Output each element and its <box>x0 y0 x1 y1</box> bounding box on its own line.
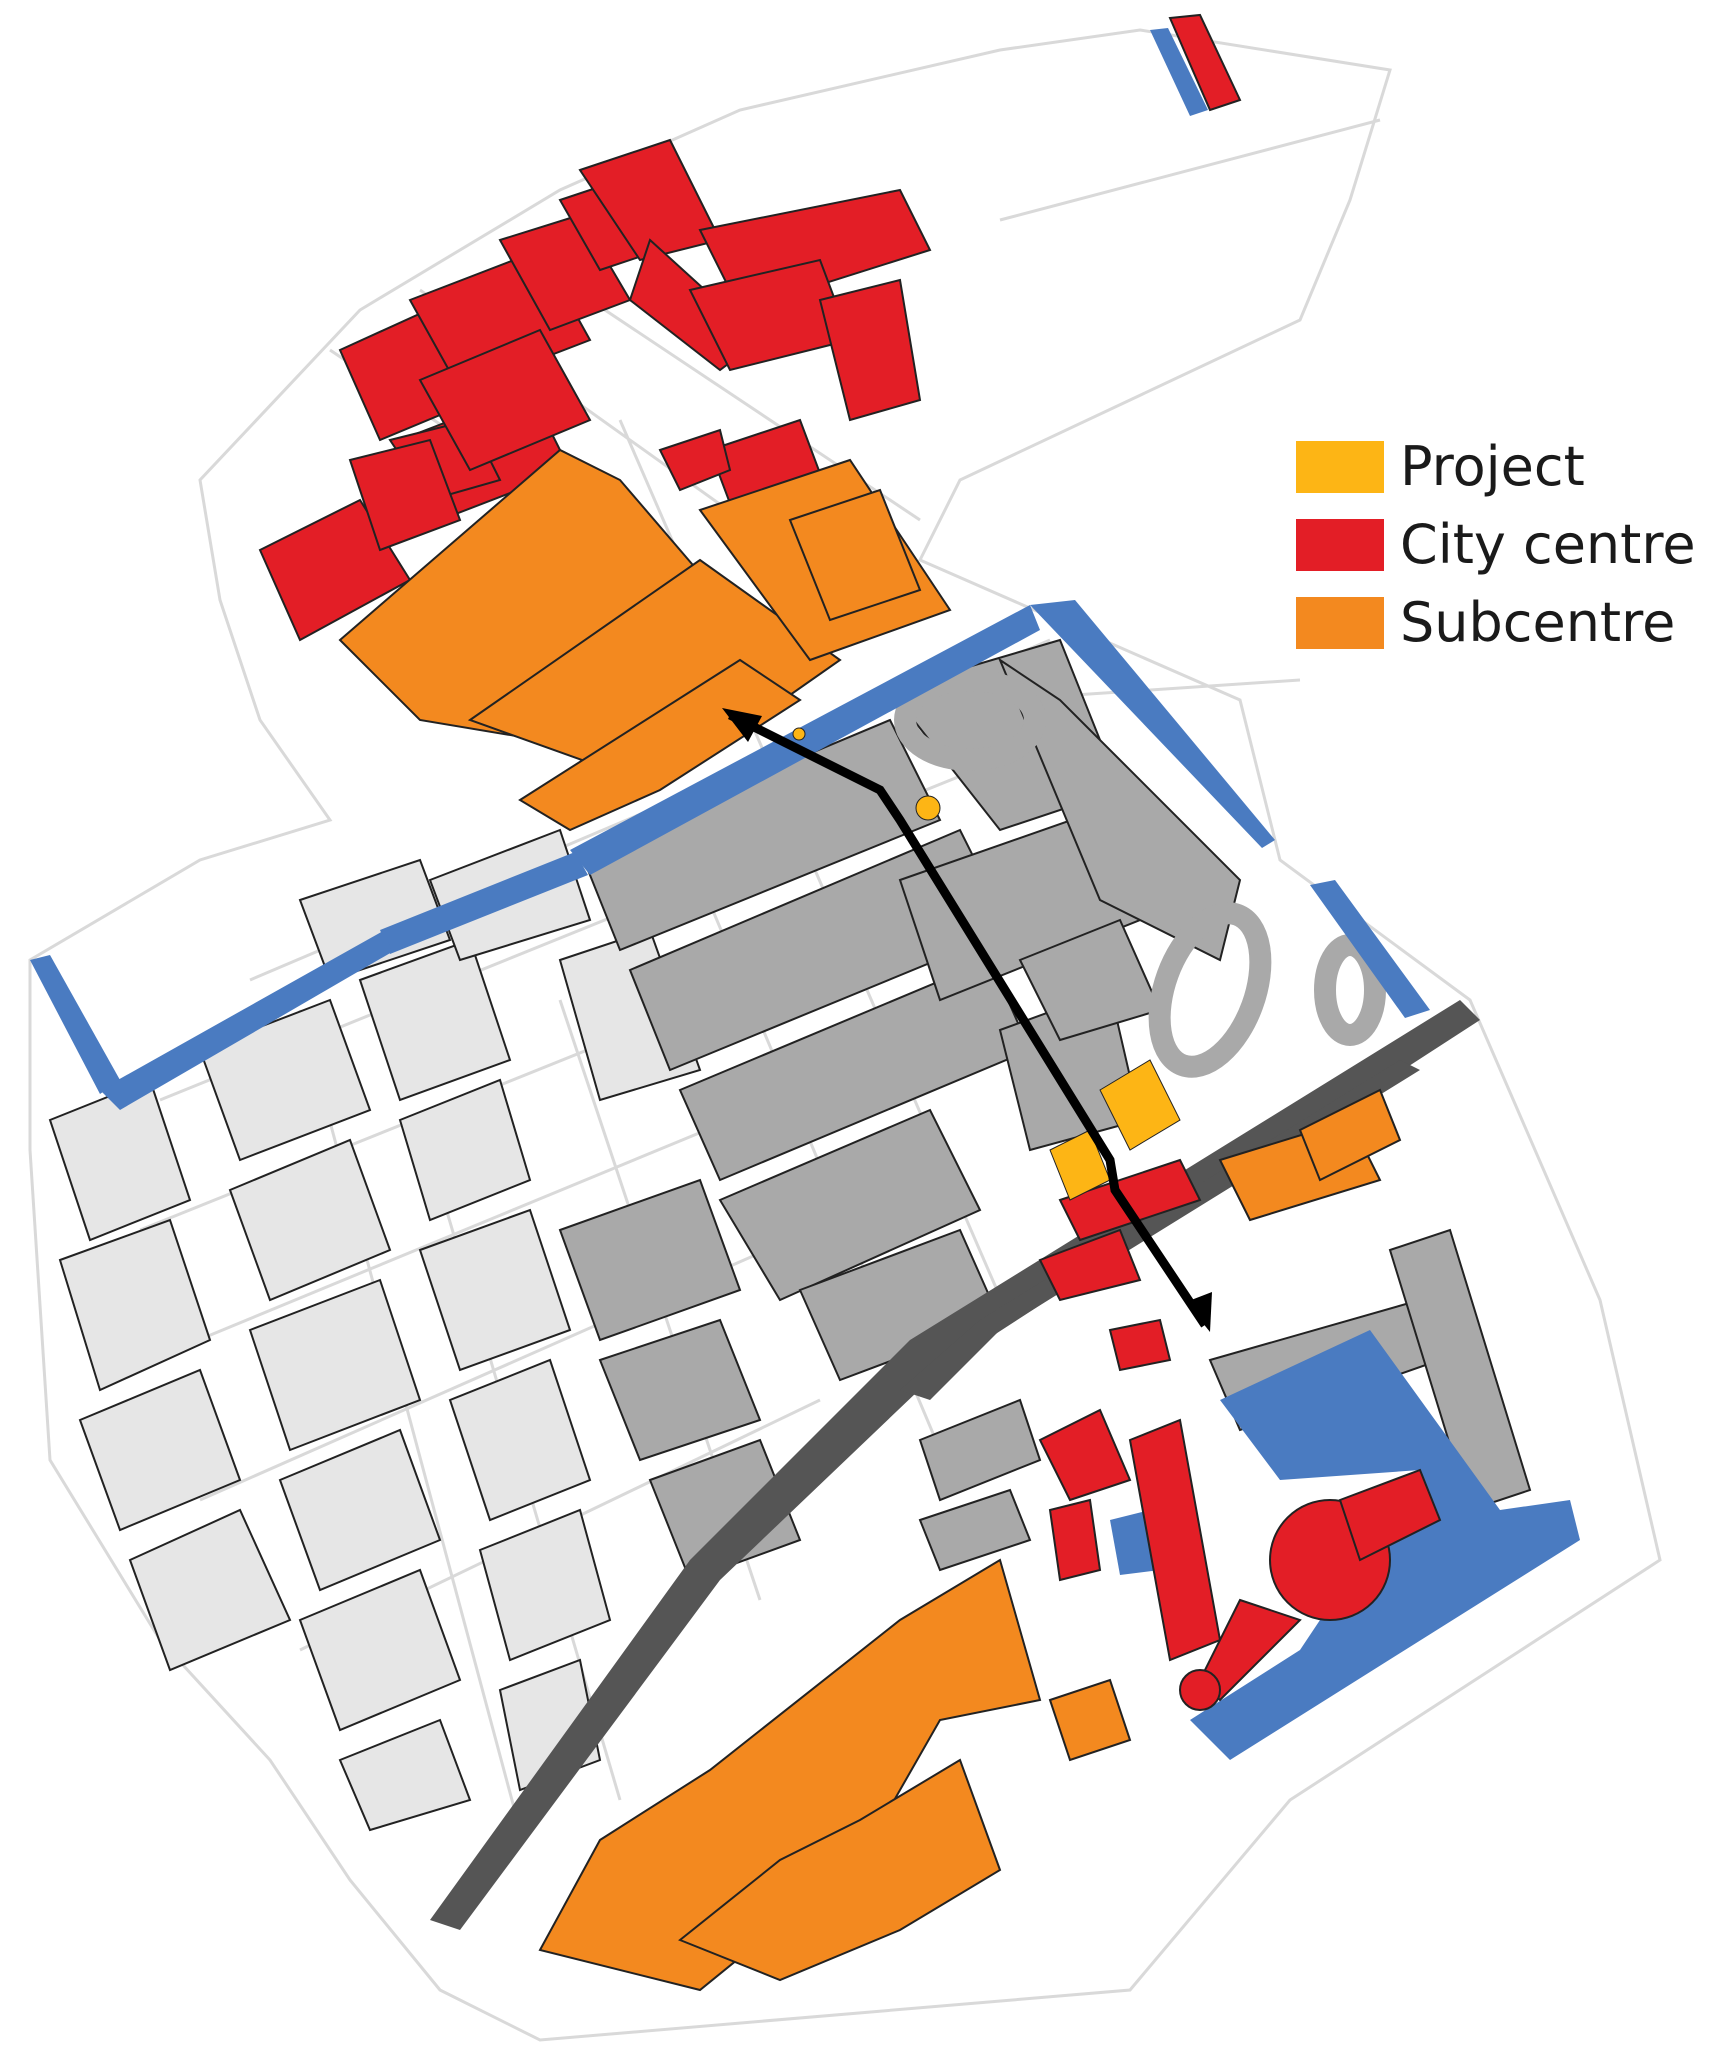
light-grey-buildings <box>48 828 702 1832</box>
subcentre-blocks <box>338 448 1402 1992</box>
arrow-head-south-icon <box>1186 1292 1212 1332</box>
legend-item-project: Project <box>1296 428 1696 506</box>
legend-swatch-project <box>1296 441 1384 493</box>
legend-swatch-subcentre <box>1296 597 1384 649</box>
map-legend: Project City centre Subcentre <box>1296 428 1696 662</box>
arrow-head-north-icon <box>722 708 762 742</box>
legend-item-subcentre: Subcentre <box>1296 584 1696 662</box>
dark-grey-buildings <box>558 638 1532 1582</box>
legend-label-project: Project <box>1400 435 1585 498</box>
project-sites <box>792 727 1181 1201</box>
legend-item-city-centre: City centre <box>1296 506 1696 584</box>
legend-label-city-centre: City centre <box>1400 513 1696 576</box>
landmark-structures <box>894 669 1386 1078</box>
legend-swatch-city-centre <box>1296 519 1384 571</box>
route-arrow <box>722 708 1212 1332</box>
legend-label-subcentre: Subcentre <box>1400 591 1676 654</box>
city-centre-blocks <box>258 13 1442 1711</box>
